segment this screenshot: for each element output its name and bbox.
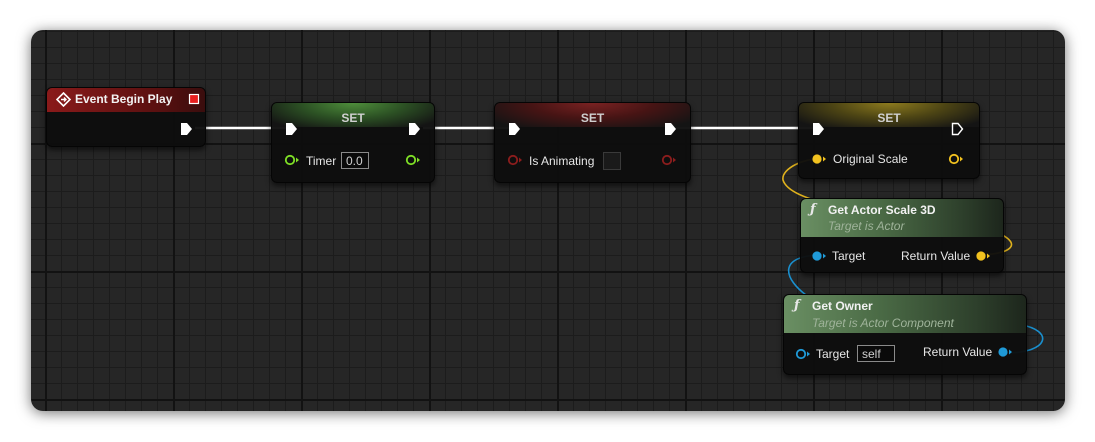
get-owner-node[interactable]: ƒ Get Owner Target is Actor Component Ta… [783, 294, 1027, 375]
output-label: Return Value [923, 345, 993, 359]
set-timer-node[interactable]: SET Timer 0.0 [271, 102, 435, 183]
float-in-pin[interactable] [284, 154, 300, 166]
node-title: SET [877, 111, 901, 125]
vector-in-pin[interactable] [811, 153, 827, 165]
float-out-pin[interactable] [405, 154, 421, 166]
output-label: Return Value [901, 249, 971, 263]
bool-out-pin[interactable] [661, 154, 677, 166]
exec-in-pin[interactable] [812, 122, 825, 136]
var-label: Timer [306, 154, 337, 168]
object-in-pin[interactable] [795, 348, 811, 360]
var-label: Original Scale [833, 152, 908, 166]
node-title: SET [580, 111, 605, 125]
exec-out-pin[interactable] [408, 122, 421, 136]
node-header [495, 103, 690, 127]
node-title: Get Owner [812, 299, 873, 313]
node-header [799, 103, 979, 127]
object-in-pin[interactable] [811, 250, 827, 262]
node-header [784, 295, 1026, 333]
vector-out-pin[interactable] [948, 153, 964, 165]
timer-value: 0.0 [346, 154, 363, 168]
input-label: Target [816, 347, 850, 361]
function-f-icon: ƒ [810, 202, 816, 217]
node-subtitle: Target is Actor Component [812, 316, 954, 330]
exec-in-pin[interactable] [285, 122, 298, 136]
exec-out-pin[interactable] [664, 122, 677, 136]
event-begin-play-node[interactable]: Event Begin Play [46, 87, 206, 147]
node-title: SET [341, 111, 365, 125]
node-subtitle: Target is Actor [828, 219, 905, 233]
function-f-icon: ƒ [794, 298, 800, 313]
object-out-pin[interactable] [997, 346, 1013, 358]
blueprint-graph-canvas[interactable]: Event Begin Play SET Timer 0.0 SET [31, 30, 1065, 411]
get-actor-scale-3d-node[interactable]: ƒ Get Actor Scale 3D Target is Actor Tar… [800, 198, 1004, 273]
is-animating-checkbox[interactable] [603, 152, 621, 170]
var-label: Is Animating [529, 154, 595, 168]
node-header [47, 88, 205, 112]
target-value: self [862, 347, 881, 361]
target-self-input[interactable]: self [857, 345, 895, 362]
exec-out-pin[interactable] [180, 122, 193, 136]
node-title: Get Actor Scale 3D [828, 203, 936, 217]
vector-out-pin[interactable] [975, 250, 991, 262]
exec-in-pin[interactable] [508, 122, 521, 136]
delegate-square-icon[interactable] [188, 93, 200, 105]
node-header [272, 103, 434, 127]
set-is-animating-node[interactable]: SET Is Animating [494, 102, 691, 183]
node-title: Event Begin Play [75, 92, 173, 106]
timer-value-input[interactable]: 0.0 [341, 152, 369, 169]
event-diamond-icon [56, 92, 71, 107]
node-header [801, 199, 1003, 237]
exec-out-pin[interactable] [951, 122, 964, 136]
bool-in-pin[interactable] [507, 154, 523, 166]
input-label: Target [832, 249, 866, 263]
set-original-scale-node[interactable]: SET Original Scale [798, 102, 980, 179]
